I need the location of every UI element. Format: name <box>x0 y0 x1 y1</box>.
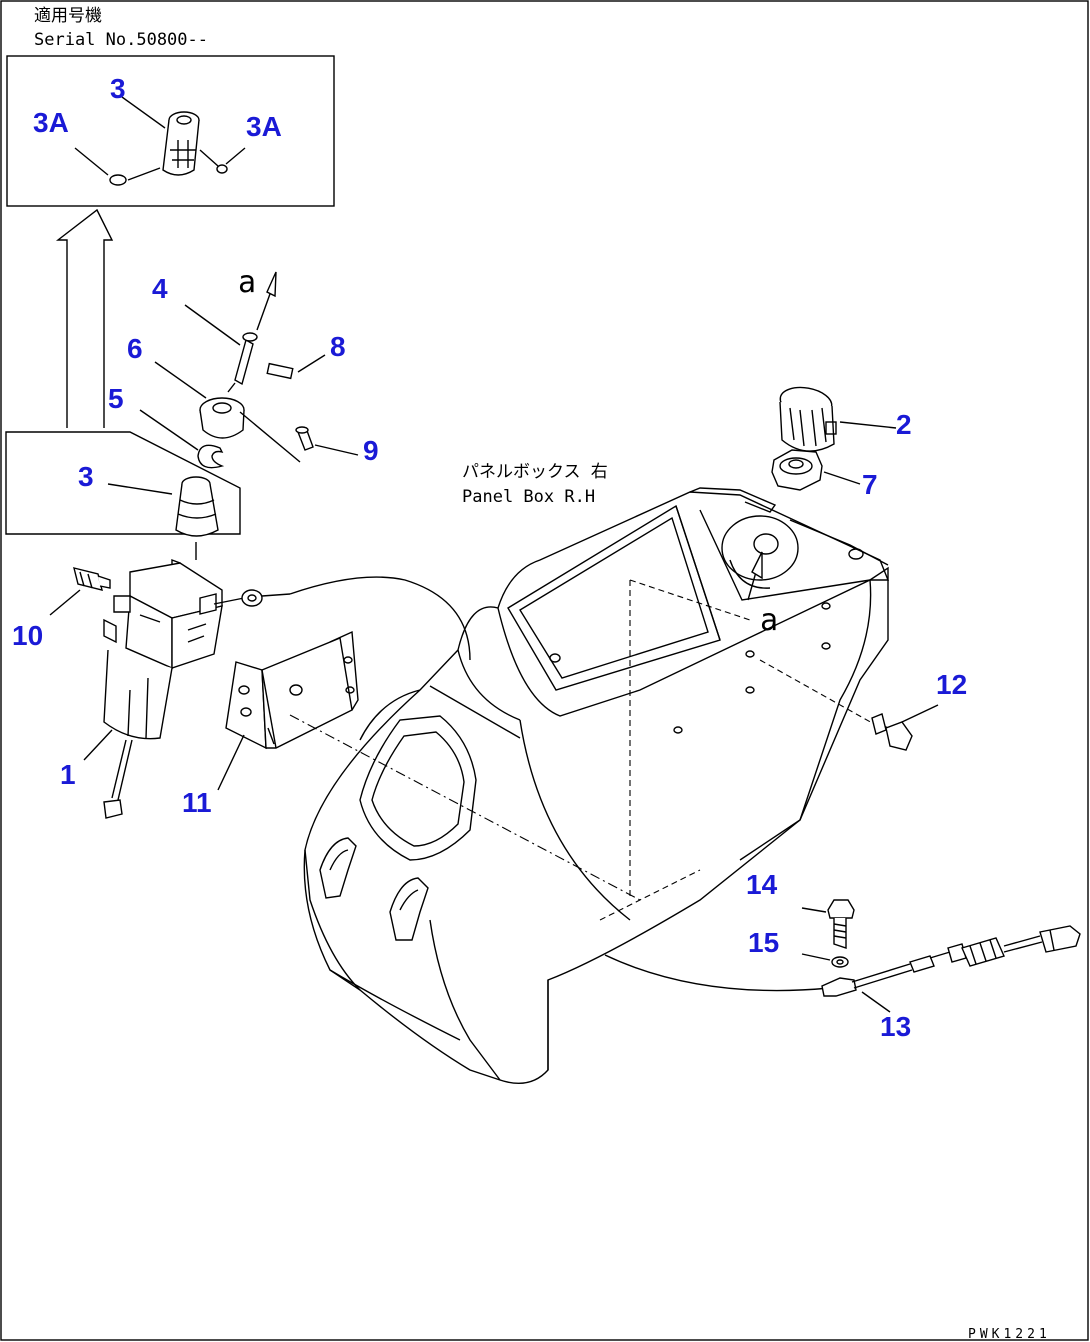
part-12-drawing <box>871 713 913 751</box>
leader-15 <box>801 953 831 961</box>
part-label: 4 <box>152 273 168 304</box>
part-label: 7 <box>862 469 878 500</box>
up-arrow-icon <box>55 208 114 428</box>
hidden-line-lower <box>599 869 701 921</box>
part-7-drawing <box>771 449 823 491</box>
part-2-drawing <box>779 386 837 452</box>
serial-number: Serial No.50800-- <box>34 30 208 50</box>
part-8-drawing <box>266 362 294 380</box>
panel-box-drawing <box>303 487 890 1084</box>
part-label: 13 <box>880 1011 911 1042</box>
part-label: 3 <box>78 461 94 492</box>
part-13-drawing <box>821 925 1081 997</box>
part-3-box <box>5 431 241 535</box>
part-label: 3 <box>110 73 126 104</box>
detail-a-top: a <box>238 265 256 300</box>
part-label: 15 <box>748 927 779 958</box>
drawing-code: PWK1221 <box>968 1327 1051 1342</box>
applicable-serial-jp: 適用号機 <box>34 6 102 26</box>
part-6-drawing <box>199 397 301 463</box>
part-15-hole <box>836 959 844 965</box>
install-line-bracket <box>289 714 641 901</box>
leader-1 <box>83 729 113 761</box>
leader-8 <box>297 354 326 373</box>
leader-4 <box>184 304 241 346</box>
leader-9 <box>314 444 359 456</box>
leader-6 <box>154 361 207 399</box>
leader-10 <box>49 589 81 616</box>
part-label: 11 <box>182 787 212 818</box>
rod-end-drawing <box>213 589 291 607</box>
part-label: 2 <box>896 409 912 440</box>
leader-13 <box>861 991 891 1013</box>
part-3-variant-drawing <box>74 96 246 186</box>
arrow-a-head-icon <box>266 271 277 298</box>
part-10-drawing <box>73 567 111 591</box>
part-label: 8 <box>330 331 346 362</box>
leader-12 <box>901 704 939 723</box>
leader-11 <box>217 734 245 791</box>
part-label: 3A <box>33 107 69 138</box>
install-line-12 <box>759 659 875 725</box>
part-label: 9 <box>363 435 379 466</box>
part-label: 12 <box>936 669 967 700</box>
serial-detail-box <box>6 55 335 207</box>
part-14-drawing <box>827 899 855 949</box>
leader-3 <box>107 483 173 495</box>
leader-5 <box>139 409 199 451</box>
part-1-drawing <box>103 558 223 819</box>
part-label: 3A <box>246 111 282 142</box>
part-label: 1 <box>60 759 76 790</box>
leader-2 <box>839 421 897 429</box>
part-label: 6 <box>127 333 143 364</box>
part-11-drawing <box>225 630 359 750</box>
leader-7 <box>823 471 861 485</box>
hidden-line-panel <box>629 579 751 900</box>
part-3-drawing <box>175 476 219 560</box>
part-label: 5 <box>108 383 124 414</box>
part-4-drawing <box>227 332 258 393</box>
part-15-drawing <box>831 956 849 968</box>
part-5-drawing <box>197 444 225 469</box>
leader-14 <box>801 907 827 913</box>
arrow-a-panel-head-icon <box>751 551 763 580</box>
cable-upper <box>289 576 471 661</box>
part-label: 10 <box>12 620 43 651</box>
panel-box-label-en: Panel Box R.H <box>462 487 595 507</box>
detail-a-panel: a <box>760 603 778 638</box>
panel-box-label-jp: パネルボックス 右 <box>462 462 608 482</box>
cable-lower <box>604 954 831 992</box>
part-label: 14 <box>746 869 778 900</box>
part-9-drawing <box>295 426 314 451</box>
